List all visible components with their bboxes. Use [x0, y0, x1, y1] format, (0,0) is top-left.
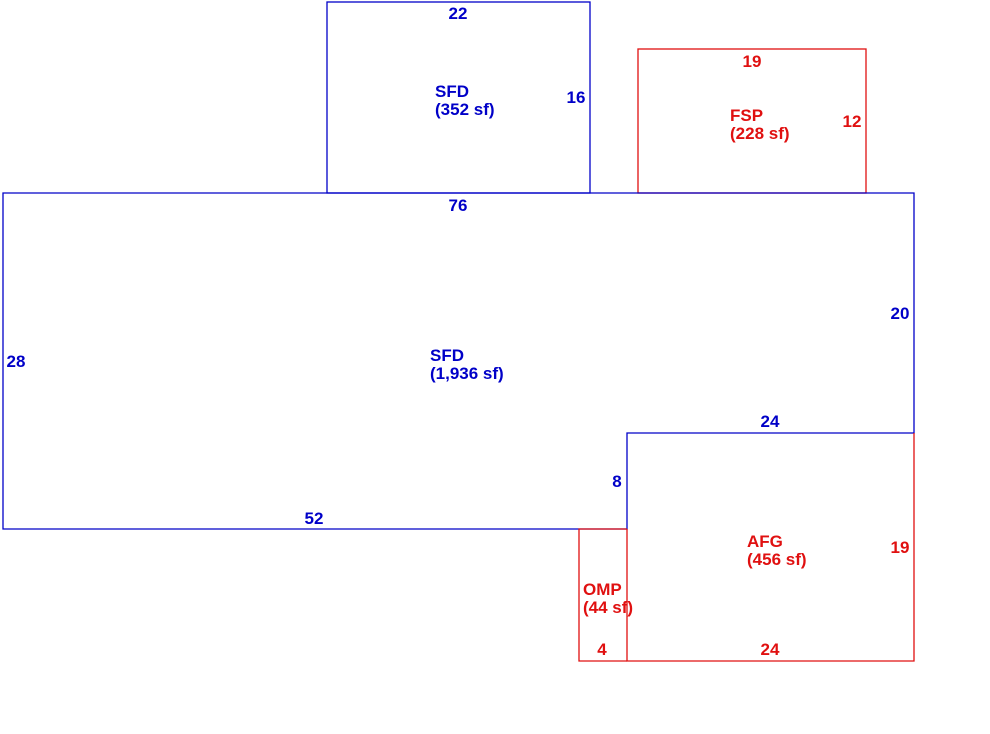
afg-label: AFG (456 sf) — [747, 532, 807, 569]
sfd-main-area: (1,936 sf) — [430, 364, 504, 383]
dim-main-step-top: 24 — [761, 412, 780, 431]
dim-fsp-top: 19 — [743, 52, 762, 71]
sfd-upper-name: SFD — [435, 82, 469, 101]
omp-label: OMP (44 sf) — [583, 580, 633, 617]
sfd-main-outline — [2, 192, 915, 530]
dim-sfd-upper-top: 22 — [449, 4, 468, 23]
dim-main-bottom: 52 — [305, 509, 324, 528]
sfd-upper-label: SFD (352 sf) — [435, 82, 495, 119]
sfd-main-label: SFD (1,936 sf) — [430, 346, 504, 383]
dim-omp-bottom: 4 — [597, 640, 607, 659]
afg-outline — [626, 433, 915, 662]
dim-main-left: 28 — [7, 352, 26, 371]
dim-afg-right: 19 — [891, 538, 910, 557]
dim-main-step-side: 8 — [612, 472, 621, 491]
afg-name: AFG — [747, 532, 783, 551]
afg-area: (456 sf) — [747, 550, 807, 569]
omp-outline — [578, 528, 627, 662]
sfd-main-name: SFD — [430, 346, 464, 365]
dim-fsp-right: 12 — [843, 112, 862, 131]
dim-afg-bottom: 24 — [761, 640, 780, 659]
sfd-upper-area: (352 sf) — [435, 100, 495, 119]
dim-main-top: 76 — [449, 196, 468, 215]
fsp-area: (228 sf) — [730, 124, 790, 143]
omp-area: (44 sf) — [583, 598, 633, 617]
dim-main-right: 20 — [891, 304, 910, 323]
fsp-name: FSP — [730, 106, 763, 125]
omp-name: OMP — [583, 580, 622, 599]
fsp-label: FSP (228 sf) — [730, 106, 790, 143]
dim-sfd-upper-right: 16 — [567, 88, 586, 107]
